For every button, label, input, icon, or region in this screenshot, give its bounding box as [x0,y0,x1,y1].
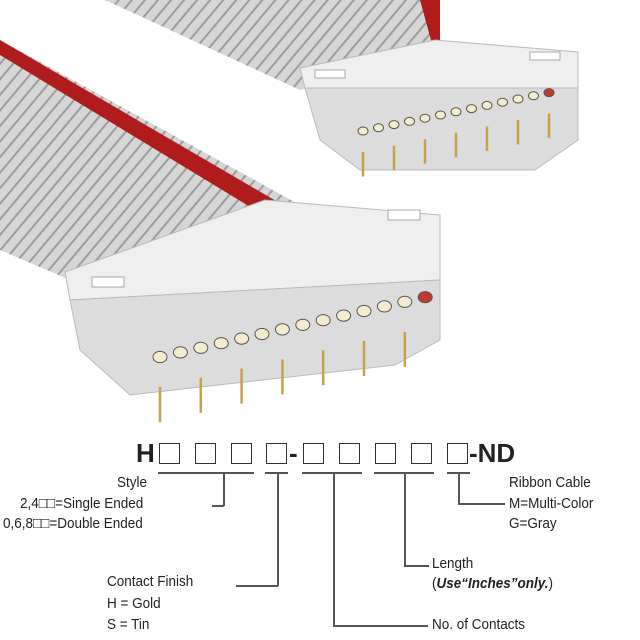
contact-hole [528,91,539,101]
contact-hole [373,123,384,133]
contacts-title: No. of Contacts [432,616,526,633]
contact-hole [172,346,188,359]
ribbon-leader [458,503,505,505]
contact-hole [295,318,311,331]
contact-hole [234,332,250,345]
finish-underline [265,472,288,474]
length-leader [404,565,429,567]
style-title: Style [117,474,148,491]
contact-hole [376,300,392,313]
contact-hole [336,309,352,322]
paren: ( [432,575,437,592]
length-note: (Use“Inches”only.) [432,575,553,592]
contact-hole [397,295,413,308]
contacts-digit-box [303,443,324,464]
contact-hole [497,97,508,107]
contact-hole [450,107,462,117]
contact-hole [274,323,290,336]
part-suffix: -ND [469,438,516,468]
ribbon-gray: G=Gray [509,515,557,532]
finish-title: Contact Finish [107,573,194,590]
ribbon-cable-assembly-illustration [0,0,579,422]
length-digit-box [411,443,432,464]
contact-hole [481,100,493,110]
contact-hole [466,104,477,114]
front-cable-red-stripe [0,40,300,225]
contact-hole [388,120,400,130]
back-cable-red-stripe [420,0,440,44]
contact-hole [254,327,270,341]
ribbon-type-box [447,443,468,464]
part-prefix: H [136,438,155,468]
contact-hole [419,113,431,123]
style-double: 0,6,8□□=Double Ended [3,515,143,532]
style-digit-box [159,443,180,464]
contact-hole [357,126,369,136]
style-digit-box [195,443,216,464]
contacts-digit-box [339,443,360,464]
length-leader [404,473,406,566]
finish-leader [236,585,278,587]
contacts-underline [302,472,362,474]
contact-hole [404,116,415,126]
contact-hole [512,94,524,104]
length-digit-box [375,443,396,464]
front-connector [64,199,441,422]
contact-hole [213,337,229,350]
contacts-leader [333,625,428,627]
back-connector [299,39,579,177]
style-digit-box [231,443,252,464]
ribbon-title: Ribbon Cable [509,474,591,491]
style-leader [223,473,225,506]
ribbon-multi: M=Multi-Color [509,495,594,512]
finish-leader [277,473,279,586]
paren: ) [548,575,554,592]
contact-hole [315,314,331,327]
pin1-marker [417,291,433,304]
contact-hole [193,341,209,354]
contact-hole [435,110,446,120]
length-title: Length [432,555,474,572]
finish-gold: H = Gold [107,595,161,612]
style-underline [158,472,254,474]
contact-hole [152,350,168,364]
ribbon-leader [458,473,460,504]
finish-tin: S = Tin [107,616,150,633]
style-leader [212,505,224,507]
contact-finish-box [266,443,287,464]
contact-hole [356,304,372,318]
contacts-leader [333,473,335,626]
pin1-marker [543,88,555,98]
part-separator: - [289,438,298,468]
length-note-bold: Use“Inches”only. [436,575,549,592]
style-single: 2,4□□=Single Ended [20,495,144,512]
